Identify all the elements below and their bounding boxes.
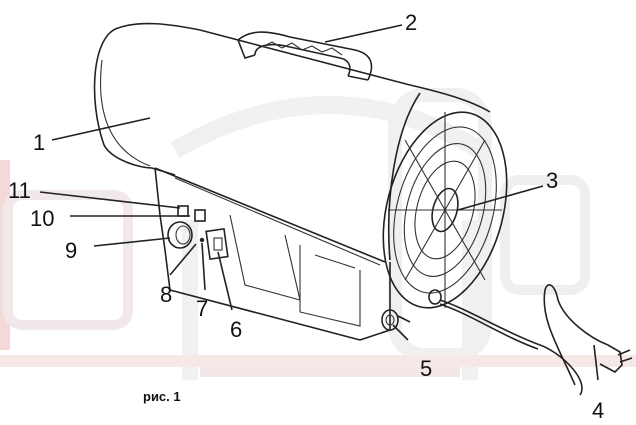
callout-7: 7 — [196, 296, 208, 321]
callout-11: 11 — [8, 178, 31, 203]
watermark-logo-icon — [0, 88, 636, 380]
figure-caption: рис. 1 — [143, 389, 181, 404]
control-panel — [167, 205, 229, 261]
callout-3: 3 — [546, 168, 558, 193]
heater-body — [93, 22, 491, 341]
callout-1: 1 — [33, 130, 45, 155]
callout-10: 10 — [30, 206, 54, 231]
callout-9: 9 — [65, 238, 77, 263]
callout-6: 6 — [230, 317, 242, 342]
gas-connector — [381, 309, 411, 331]
callout-2: 2 — [405, 10, 417, 35]
callout-4: 4 — [592, 398, 604, 423]
power-cord — [428, 284, 633, 396]
leader-lines — [39, 24, 599, 381]
callout-8: 8 — [160, 282, 172, 307]
fan-guard — [382, 111, 508, 309]
callout-5: 5 — [420, 356, 432, 381]
